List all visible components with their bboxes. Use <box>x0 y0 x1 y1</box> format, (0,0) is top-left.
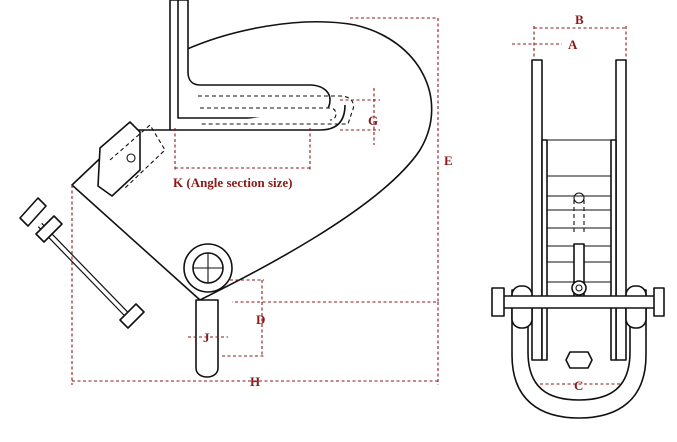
dim-d-label: D <box>256 312 265 327</box>
center-nut <box>571 280 587 296</box>
hook-body <box>71 0 433 301</box>
center-nut-inner <box>575 284 583 292</box>
dim-e-label: E <box>444 153 453 168</box>
front-view <box>491 59 665 419</box>
dim-d-line <box>222 279 264 357</box>
side-view <box>19 0 433 378</box>
side-dimensions: E K (Angle section size) G H D J <box>71 17 453 389</box>
web-lines <box>547 139 611 283</box>
shackle-pin <box>497 295 661 309</box>
center-screw-hidden <box>573 200 585 235</box>
dim-g-line <box>340 88 380 145</box>
side-plate-left <box>531 59 543 361</box>
dim-b-label: B <box>575 12 584 27</box>
screw-handle-left <box>19 197 47 227</box>
screw-handle-nut <box>35 215 63 243</box>
front-dimensions: B A C <box>512 12 627 393</box>
dim-e-line <box>232 17 439 303</box>
dim-b-line <box>533 26 627 60</box>
shackle-bottom-nut <box>565 351 593 369</box>
dim-g-label: G <box>368 113 378 128</box>
shackle-pin-nut-left <box>491 287 505 317</box>
angle-section-hidden <box>198 95 355 125</box>
lifting-eye <box>183 243 233 378</box>
dim-a-label: A <box>568 37 578 52</box>
dim-h-line <box>71 185 439 385</box>
shackle-pin-nut-right <box>653 287 665 317</box>
dim-c-label: C <box>574 378 583 393</box>
dim-h-label: H <box>250 374 260 389</box>
dim-k-line <box>174 128 311 172</box>
lifting-eye-shank <box>195 299 219 378</box>
dim-k-label: K (Angle section size) <box>173 175 293 190</box>
dim-j-label: J <box>203 330 210 345</box>
side-plate-right <box>615 59 627 361</box>
screw-handle-right <box>119 303 145 329</box>
screw-block <box>97 121 141 197</box>
center-screw-head <box>573 192 585 204</box>
inner-plate-left <box>541 139 548 361</box>
screw-bore <box>126 153 136 163</box>
inner-plate-right <box>610 139 617 361</box>
